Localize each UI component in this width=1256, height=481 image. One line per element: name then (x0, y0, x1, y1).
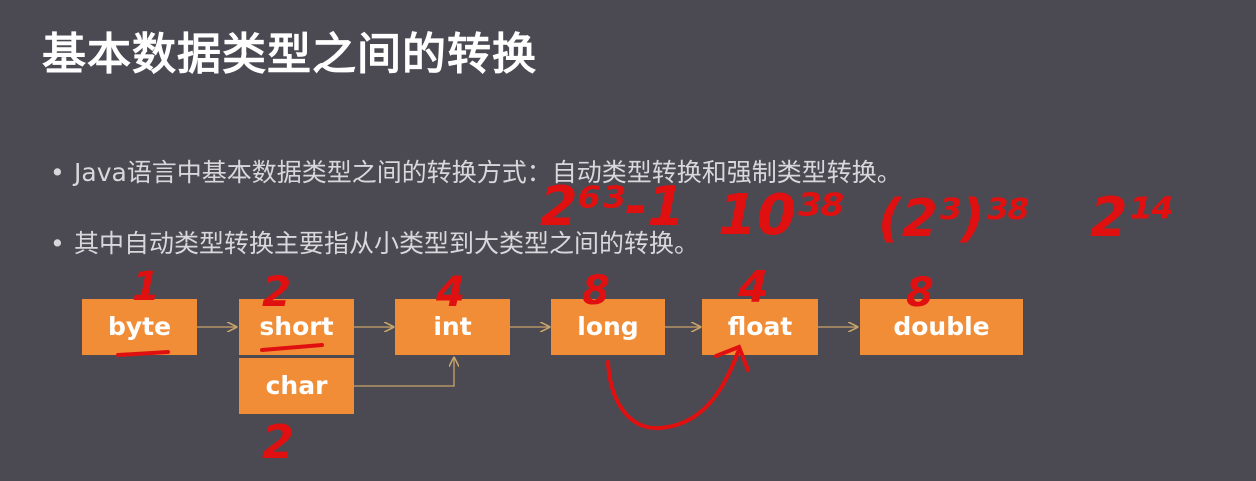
box-short: short (239, 299, 354, 355)
bullet-text-1: Java语言中基本数据类型之间的转换方式：自动类型转换和强制类型转换。 (74, 158, 902, 187)
box-char-label: char (265, 371, 328, 400)
arrow-char-int (354, 358, 454, 387)
box-int-label: int (433, 312, 472, 341)
box-long-label: long (577, 312, 639, 341)
box-double: double (860, 299, 1023, 355)
bullet-text-2: 其中自动类型转换主要指从小类型到大类型之间的转换。 (74, 229, 700, 258)
bullet-dot: • (50, 229, 65, 258)
box-short-label: short (259, 312, 334, 341)
box-char: char (239, 358, 354, 414)
box-int: int (395, 299, 510, 355)
box-float-label: float (727, 312, 793, 341)
slide-title: 基本数据类型之间的转换 (42, 29, 537, 80)
bullet-item-2: • 其中自动类型转换主要指从小类型到大类型之间的转换。 (50, 224, 699, 260)
box-float: float (702, 299, 818, 355)
box-byte: byte (82, 299, 197, 355)
bullet-dot: • (50, 158, 65, 187)
box-byte-label: byte (107, 312, 172, 341)
box-long: long (551, 299, 665, 355)
bullet-item-1: • Java语言中基本数据类型之间的转换方式：自动类型转换和强制类型转换。 (50, 153, 902, 189)
box-double-label: double (893, 312, 990, 341)
